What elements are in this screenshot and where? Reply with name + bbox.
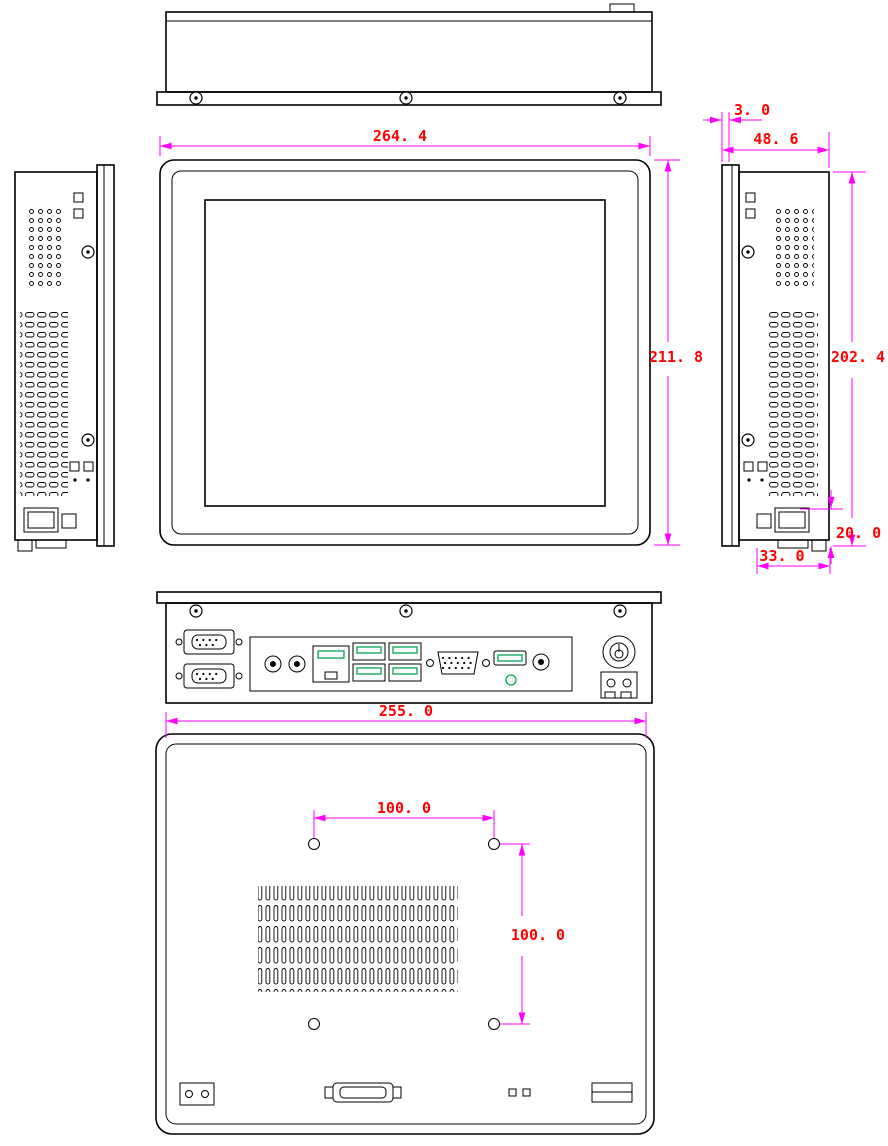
top-connector-stub (609, 3, 635, 13)
bottom-bezel-edge (156, 591, 662, 604)
front-bezel-inner (171, 170, 639, 535)
dim-overall-depth: 48. 6 (722, 130, 830, 168)
connector-outline (774, 507, 810, 533)
serial-port-com2 (175, 663, 243, 689)
screw-icon (81, 433, 95, 447)
vent-holes (776, 206, 814, 288)
dim-front-height-label: 211. 8 (649, 348, 703, 366)
cutout-square (757, 461, 768, 472)
right-side-view (721, 164, 830, 552)
screw-icon (482, 659, 490, 667)
dim-front-width: 264. 4 (159, 127, 651, 156)
screw-icon (189, 91, 203, 105)
rear-bottom-cutouts (179, 1082, 633, 1106)
power-terminal-block (600, 671, 638, 699)
dim-bezel-lip: 3. 0 (703, 101, 770, 162)
top-bezel-edge (156, 91, 662, 106)
cutout-square (83, 461, 94, 472)
vesa-hole (488, 838, 500, 850)
usb-ports (352, 642, 422, 682)
display-port (493, 650, 527, 666)
top-view (156, 3, 662, 106)
vesa-hole (488, 1018, 500, 1030)
right-side-bezel (721, 164, 740, 547)
rear-cover-outer (155, 733, 655, 1135)
dim-vesa-vertical-label: 100. 0 (511, 926, 565, 944)
front-view (159, 159, 651, 546)
dim-rear-width-label: 255. 0 (379, 702, 433, 720)
connector-outline (23, 507, 59, 533)
ethernet-port (312, 645, 350, 683)
dim-side-height-label: 202. 4 (831, 348, 885, 366)
dim-bezel-lip-label: 3. 0 (734, 101, 770, 119)
connector-outline (332, 1082, 394, 1103)
connector-outline (61, 513, 77, 529)
dim-vesa-horizontal-label: 100. 0 (377, 799, 431, 817)
dim-bottom-mount-width-label: 33. 0 (759, 547, 804, 565)
dim-bottom-mount-width: 33. 0 (756, 547, 831, 574)
cutout-square (743, 461, 754, 472)
top-housing (165, 11, 653, 93)
screw-icon (399, 91, 413, 105)
vent-slots (20, 312, 68, 496)
screw-icon (741, 433, 755, 447)
rear-vent-slots (258, 886, 458, 992)
connector-outline (756, 513, 772, 529)
power-button (602, 635, 636, 669)
mount-foot (777, 539, 809, 549)
dim-rear-width: 255. 0 (165, 702, 647, 738)
bottom-housing (165, 602, 653, 704)
screw-icon (189, 604, 203, 618)
dim-front-height: 211. 8 (649, 159, 703, 546)
mount-foot (17, 539, 33, 552)
dim-bottom-mount-height-label: 20. 0 (836, 524, 881, 542)
cutout-square (73, 208, 84, 219)
screw-icon (613, 91, 627, 105)
mount-foot (35, 539, 67, 549)
dim-side-height: 202. 4 (831, 171, 885, 547)
vent-slots (768, 312, 818, 496)
cutout-square (69, 461, 80, 472)
cutout-square (745, 208, 756, 219)
mount-foot (811, 539, 827, 552)
cutout-square (745, 192, 756, 203)
io-panel (249, 636, 573, 692)
rear-cover-inner (165, 743, 647, 1125)
screw-icon (399, 604, 413, 618)
connector-outline (179, 1082, 215, 1106)
dim-vesa-horizontal: 100. 0 (313, 799, 495, 838)
screw-icon (613, 604, 627, 618)
display-screen (204, 199, 606, 507)
dim-vesa-vertical: 100. 0 (500, 843, 565, 1025)
dim-front-width-label: 264. 4 (373, 127, 427, 145)
vga-port (426, 651, 490, 675)
cutout-square (73, 192, 84, 203)
dim-overall-depth-label: 48. 6 (753, 130, 798, 148)
left-side-view (14, 164, 115, 552)
led-indicator (505, 674, 517, 686)
audio-jacks (264, 655, 306, 673)
vent-holes (26, 206, 64, 288)
left-side-bezel (96, 164, 115, 547)
screw-icon (741, 245, 755, 259)
rear-view (155, 733, 655, 1135)
dim-bottom-mount-height: 20. 0 (800, 490, 881, 564)
screw-icon (81, 245, 95, 259)
antenna-jack (532, 653, 550, 671)
vesa-hole (308, 838, 320, 850)
vesa-hole (308, 1018, 320, 1030)
front-bezel-outer (159, 159, 651, 546)
screw-icon (426, 659, 434, 667)
bottom-view (156, 591, 662, 704)
serial-port-com1 (175, 629, 243, 655)
